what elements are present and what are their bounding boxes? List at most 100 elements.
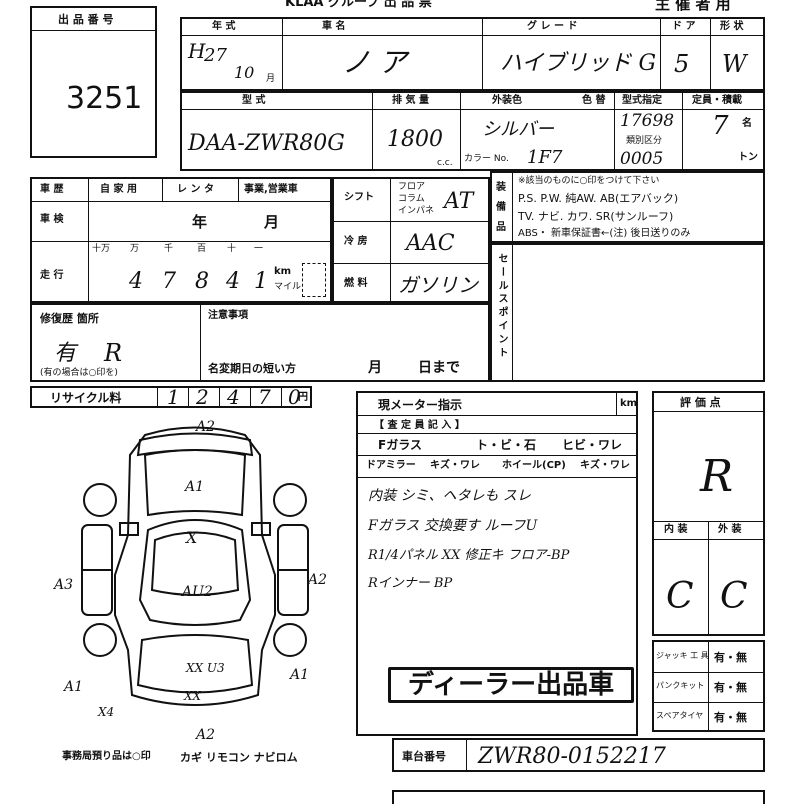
history-option-rental[interactable]: レ ン タ (177, 184, 214, 195)
equipment-label-2: 備 (496, 202, 506, 213)
grade-value: ハイブリッド G (500, 51, 657, 76)
tool-value-puncture[interactable]: 有・無 (714, 681, 747, 694)
mile-label: マイル (274, 282, 302, 292)
equipment-label-1: 装 (496, 182, 506, 193)
exterior-score: C (720, 576, 748, 617)
shift-box: シフト フロア コラム インパネ AT 冷 房 AAC 燃 料 ガソリン (332, 177, 490, 303)
inspection-month-unit: 月 (264, 213, 280, 231)
displacement-value: 1800 (387, 127, 443, 152)
doors-value: 5 (674, 50, 690, 78)
chassis-value: ZWR80-0152217 (478, 744, 666, 769)
mileage-digit-4: 8 (195, 269, 209, 294)
equipment-line-3: ABS・ 新車保証書←(注) 後日送りのみ (518, 228, 691, 239)
crack-options[interactable]: ヒビ・ワレ (562, 438, 623, 452)
fglass-options[interactable]: ト・ビ・石 (476, 438, 537, 452)
repair-mark: R (104, 339, 123, 367)
digit-unit-10: 十 (227, 244, 237, 254)
color-no-value: 1F7 (527, 147, 563, 168)
shift-option-floor[interactable]: フロア (398, 182, 426, 192)
score-label: 評 価 点 (680, 396, 721, 409)
recycle-digit-5: 0 (288, 385, 301, 409)
tool-label-spare: スペアタイヤ (656, 711, 704, 720)
recycle-digit-4: 7 (258, 385, 271, 409)
year-value: 27 (204, 45, 227, 66)
model-info-box: 型 式 排 気 量 外装色 色 替 型式指定 定員・積載 DAA-ZWR80G … (180, 91, 765, 171)
model-label: 型 式 (242, 95, 266, 106)
capacity-unit-ton: トン (738, 152, 758, 163)
chassis-label: 車台番号 (402, 750, 446, 763)
lot-number-label: 出 品 番 号 (58, 13, 114, 26)
damage-mark-rear-bumper: XX (184, 689, 202, 703)
meter-unit: km (620, 398, 638, 409)
dealer-stamp: ディーラー出品車 (388, 667, 634, 703)
sales-point-box: セ ー ル ス ポ イ ン ト (490, 243, 765, 382)
mirror-label: ドアミラー (366, 460, 416, 471)
history-box: 車 歴 自 家 用 レ ン タ 事業,営業車 車 検 年 月 走 行 十万 万 … (30, 177, 332, 303)
class-value: 0005 (620, 149, 664, 169)
model-value: DAA-ZWR80G (188, 131, 345, 156)
equipment-line-2: TV. ナビ. カワ. SR(サンルーフ) (518, 210, 674, 223)
year-label: 年 式 (212, 21, 236, 32)
notes-label: 注意事項 (208, 310, 248, 321)
recycle-label: リサイクル料 (50, 391, 122, 405)
year-era: H (188, 39, 206, 63)
color-change-label: 色 替 (582, 95, 606, 106)
inspector-note-1: 内装 シミ、ヘタレも スレ (368, 488, 531, 504)
doors-label: ド ア (672, 21, 696, 32)
equipment-line-1: P.S. P.W. 純AW. AB(エアバック) (518, 192, 679, 205)
digit-unit-10k: 万 (130, 244, 140, 254)
damage-mark-hood: A1 (185, 479, 205, 495)
damage-mark-glass: X (186, 528, 198, 547)
class-label: 類別区分 (626, 136, 663, 146)
score-value: R (700, 451, 734, 502)
interior-score: C (666, 576, 694, 617)
lot-number-box: 出 品 番 号 3251 (30, 6, 157, 158)
displacement-label: 排 気 量 (392, 95, 429, 106)
mileage-digit-6: 1 (254, 269, 268, 294)
ac-value: AAC (406, 231, 455, 256)
damage-mark-right: A2 (308, 572, 328, 588)
tool-value-spare[interactable]: 有・無 (714, 711, 747, 724)
bottom-table-box (392, 790, 765, 804)
recycle-digit-2: 2 (196, 385, 209, 409)
exterior-score-label: 外 装 (718, 524, 742, 535)
damage-mark-rear-left: A1 (64, 679, 84, 695)
damage-mark-front: A2 (196, 419, 216, 435)
header-title: KLAA グループ 出 品 票 (285, 0, 432, 10)
ac-label: 冷 房 (344, 236, 368, 247)
history-option-business[interactable]: 事業,営業車 (244, 184, 298, 195)
shift-option-column[interactable]: コラム (398, 194, 425, 204)
mileage-label: 走 行 (40, 270, 64, 281)
equipment-note: ※該当のものに○印をつけて下さい (518, 176, 660, 186)
recycle-digit-3: 4 (227, 385, 240, 409)
fuel-value: ガソリン (398, 273, 478, 297)
car-name-label: 車 名 (322, 21, 346, 32)
month-value: 10 (234, 63, 255, 82)
header-subtitle: 主 催 者 用 (655, 0, 731, 13)
month-unit: 月 (266, 74, 276, 84)
notes-short-label: 名変期日の短い方 (208, 362, 296, 375)
damage-mark-corner: X4 (98, 705, 115, 719)
inspection-label: 車 検 (40, 214, 64, 225)
mile-checkbox[interactable] (302, 263, 326, 297)
mileage-digit-5: 4 (226, 269, 240, 294)
equipment-box: 装 備 品 ※該当のものに○印をつけて下さい P.S. P.W. 純AW. AB… (490, 171, 765, 243)
car-damage-diagram (81, 426, 309, 706)
lot-number: 3251 (66, 81, 143, 116)
shift-option-panel[interactable]: インパネ (398, 206, 435, 216)
fuel-label: 燃 料 (344, 278, 368, 289)
capacity-label: 定員・積載 (692, 95, 742, 106)
type-spec-value: 17698 (620, 111, 675, 131)
fglass-label: Fガラス (378, 438, 422, 452)
notes-month: 月 (368, 360, 382, 376)
tool-value-jack[interactable]: 有・無 (714, 651, 747, 664)
exterior-label: 外装色 (492, 95, 522, 106)
recycle-digit-1: 1 (167, 385, 180, 409)
history-option-private[interactable]: 自 家 用 (100, 184, 137, 195)
mirror-options[interactable]: キズ・ワレ (430, 460, 480, 471)
shift-value: AT (444, 189, 474, 214)
equipment-label-3: 品 (496, 222, 506, 233)
wheel-options[interactable]: キズ・ワレ (580, 460, 630, 471)
wheel-label: ホイール(CP) (502, 460, 566, 471)
inspector-label: 【 査 定 員 記 入 】 (374, 420, 465, 431)
